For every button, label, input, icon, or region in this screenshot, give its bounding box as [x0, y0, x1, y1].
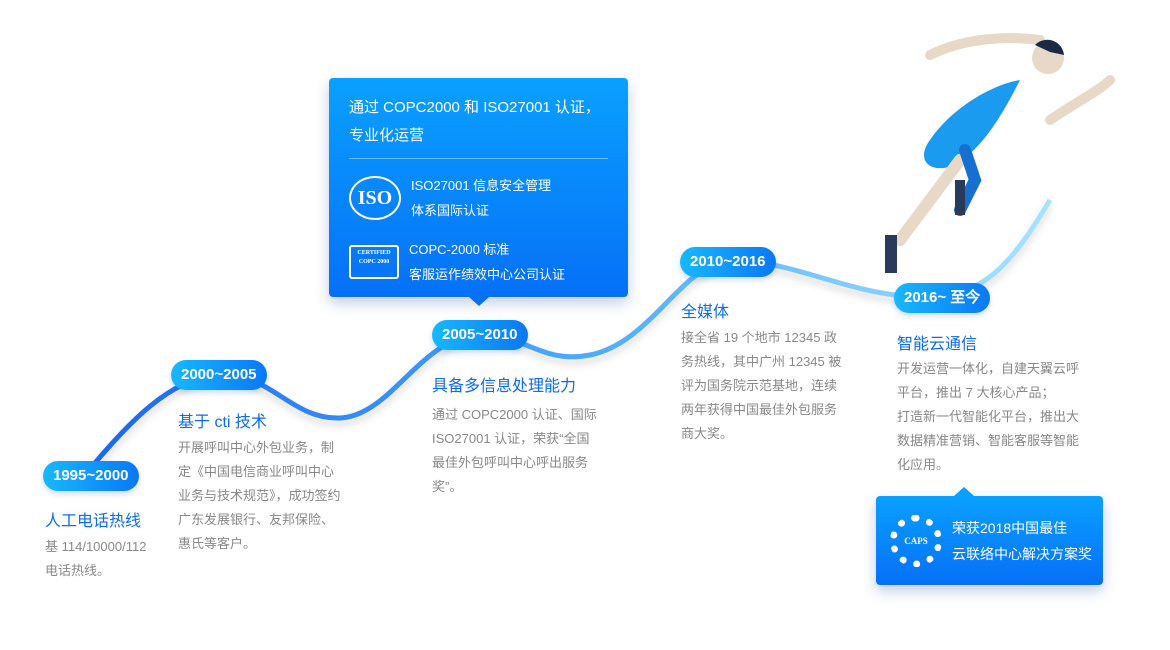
iso-cert: ISO ISO27001 信息安全管理体系国际认证	[349, 173, 608, 223]
award-seal-icon: CAPS	[890, 514, 942, 567]
milestone-title-4: 全媒体	[681, 304, 730, 321]
period-pill-4: 2010~2016	[680, 247, 776, 277]
milestone-title-2: 基于 cti 技术	[178, 414, 267, 431]
iso-logo-icon: ISO	[349, 176, 401, 220]
milestone-desc-2: 开展呼叫中心外包业务，制定《中国电信商业呼叫中心业务与技术规范》，成功签约广东发…	[178, 440, 341, 551]
iso-line1: ISO27001 信息安全管理	[411, 178, 552, 193]
milestone-desc-5: 开发运营一体化，自建天翼云呼平台，推出 7 大核心产品；打造新一代智能化平台，推…	[897, 361, 1080, 472]
period-pill-5: 2016~ 至今	[894, 283, 991, 313]
period-pill-1: 1995~2000	[43, 461, 139, 491]
cert-heading: 通过 COPC2000 和 ISO27001 认证，	[349, 99, 600, 116]
cert-heading-2: 专业化运营	[349, 127, 425, 144]
award-box: CAPS 荣获2018中国最佳 云联络中心解决方案奖	[876, 487, 1103, 585]
copc-logo-icon: CERTIFIED COPC 2000	[349, 245, 399, 279]
copc-line2: 客服运作绩效中心公司认证	[409, 267, 566, 282]
milestone-desc-4: 接全省 19 个地市 12345 政务热线，其中广州 12345 被评为国务院示…	[681, 330, 842, 441]
certification-box: 通过 COPC2000 和 ISO27001 认证， 专业化运营 ISO ISO…	[329, 78, 628, 306]
period-pill-2: 2000~2005	[171, 360, 267, 390]
milestone-title-3: 具备多信息处理能力	[432, 378, 577, 395]
milestone-title-1: 人工电话热线	[45, 513, 142, 530]
award-line1: 荣获2018中国最佳	[952, 519, 1068, 536]
copc-cert: CERTIFIED COPC 2000 COPC-2000 标准客服运作绩效中心…	[349, 237, 608, 287]
award-line2: 云联络中心解决方案奖	[952, 545, 1092, 562]
runner-illustration	[885, 33, 1115, 273]
milestone-title-5: 智能云通信	[897, 336, 978, 353]
copc-line1: COPC-2000 标准	[409, 242, 510, 257]
period-pill-3: 2005~2010	[432, 320, 528, 350]
iso-line2: 体系国际认证	[411, 203, 490, 218]
